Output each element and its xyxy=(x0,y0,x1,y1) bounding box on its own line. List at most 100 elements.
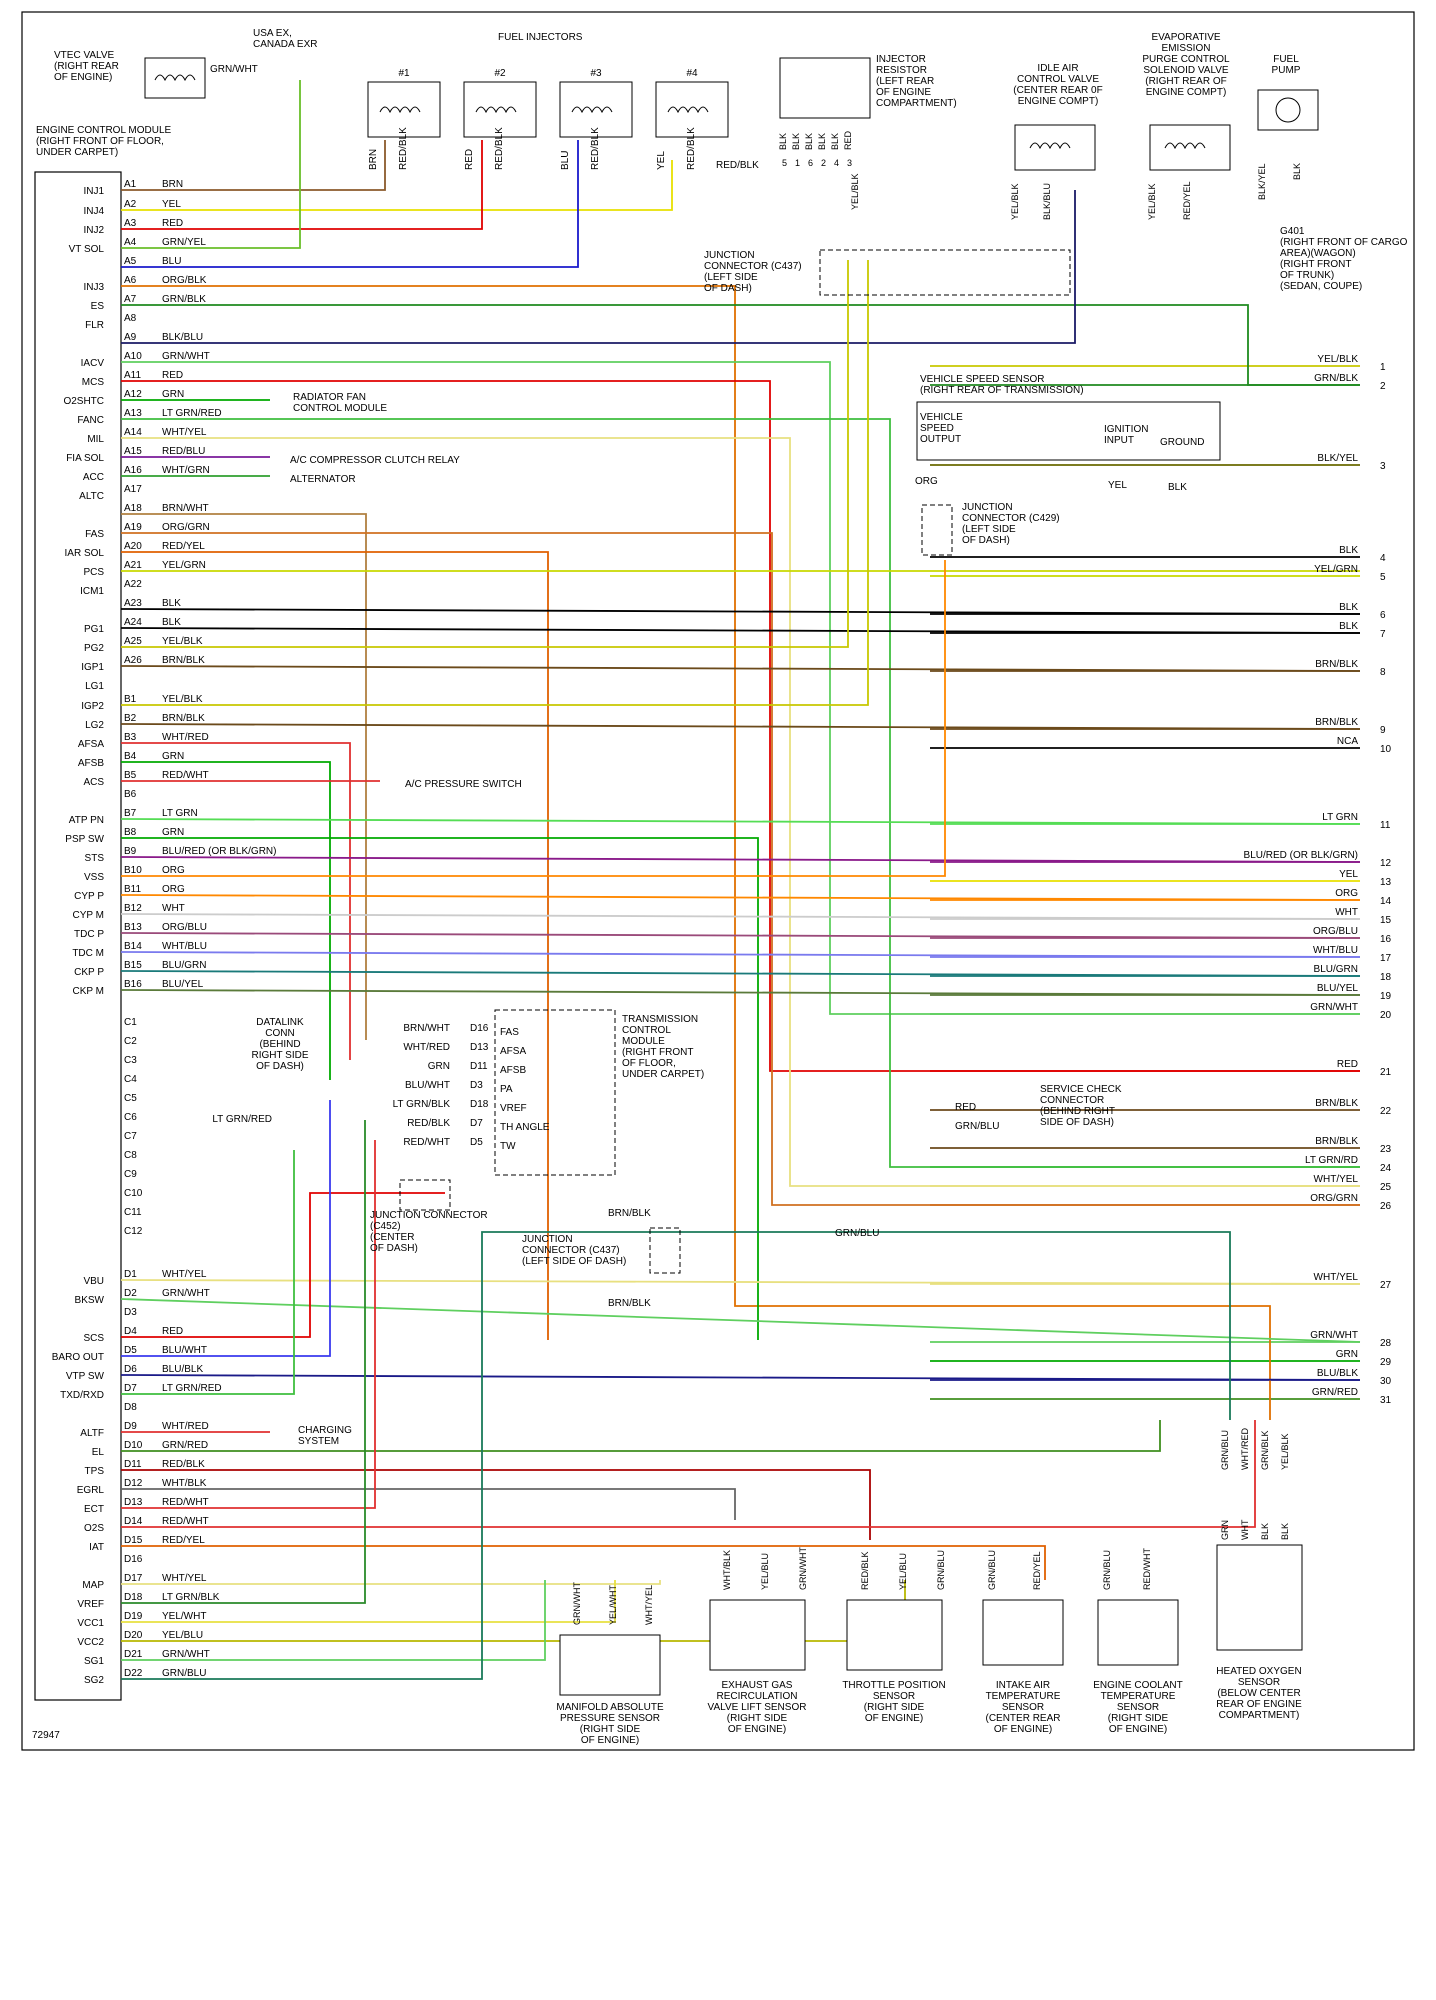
terminal-wire-label: WHT/YEL xyxy=(1314,1272,1359,1283)
tcm-pin-number: D11 xyxy=(470,1061,488,1072)
pump-wire-label: BLK xyxy=(1292,163,1302,180)
ecm-signal-label: ES xyxy=(91,301,105,312)
ecm-wire-label: WHT/YEL xyxy=(162,427,207,438)
ecm-pin-number: B15 xyxy=(124,960,142,971)
iac-wire-label: BLK/BLU xyxy=(1042,183,1052,220)
fuel-pump-box xyxy=(1257,89,1319,131)
ecm-wire-d2 xyxy=(120,1298,1361,1343)
ecm-signal-label: ACC xyxy=(83,472,104,483)
jc437-top-box xyxy=(819,249,1071,296)
tcm-signal-label: FAS xyxy=(500,1027,519,1038)
terminal-number: 22 xyxy=(1380,1106,1392,1117)
terminal-number: 26 xyxy=(1380,1201,1392,1212)
ecm-signal-label: CYP M xyxy=(73,910,105,921)
tcm-wire-label: LT GRN/BLK xyxy=(393,1099,451,1110)
ho2s-wire-label: YEL/BLK xyxy=(1280,1433,1290,1470)
ecm-wire-label: RED/YEL xyxy=(162,1535,205,1546)
vss-yel-label: YEL xyxy=(1108,480,1127,491)
ecm-wire-label: GRN xyxy=(162,751,184,762)
ho2s-sensor-box xyxy=(1216,1544,1303,1651)
ecm-pin-number: B2 xyxy=(124,713,137,724)
ecm-pin-number: D4 xyxy=(124,1326,137,1337)
ecm-pin-number: A24 xyxy=(124,617,142,628)
injector-wire-label: RED/BLK xyxy=(686,127,697,170)
terminal-wire-label: BLU/GRN xyxy=(1314,964,1358,975)
ecm-wire-d1 xyxy=(120,1279,1361,1285)
ecm-wire-a2 xyxy=(121,160,673,211)
fuel-pump-motor-icon xyxy=(1275,97,1301,123)
ecm-signal-label: BARO OUT xyxy=(52,1352,104,1363)
ecm-wire-label: BLU/RED (OR BLK/GRN) xyxy=(162,846,276,857)
ecm-signal-label: AFSB xyxy=(78,758,104,769)
ecm-pin-number: A23 xyxy=(124,598,142,609)
ecm-wire-label: ORG/BLK xyxy=(162,275,207,286)
terminal-wire-label: WHT/YEL xyxy=(1314,1174,1359,1185)
ecm-signal-label: MAP xyxy=(82,1580,104,1591)
ecm-signal-label: INJ4 xyxy=(83,206,104,217)
ecm-pin-number: D15 xyxy=(124,1535,143,1546)
ecm-title-text: ENGINE CONTROL MODULE(RIGHT FRONT OF FLO… xyxy=(36,125,172,158)
resistor-wire-label: BLK xyxy=(817,133,827,150)
ecm-wire-a14 xyxy=(121,437,1360,1187)
terminal-number: 12 xyxy=(1380,858,1392,869)
ecm-signal-label: IAR SOL xyxy=(65,548,105,559)
ecm-signal-label: PG1 xyxy=(84,624,104,635)
ecm-wire-d21 xyxy=(121,1580,546,1661)
ecm-wire-a5 xyxy=(121,140,579,268)
ecm-pin-number: A2 xyxy=(124,199,137,210)
terminal-number: 15 xyxy=(1380,915,1392,926)
injector-number: #3 xyxy=(590,68,602,79)
terminal-number: 18 xyxy=(1380,972,1392,983)
terminal-wire-label: BRN/BLK xyxy=(1315,1136,1358,1147)
resistor-feed-label: RED/BLK xyxy=(716,160,759,171)
ecm-pin-number: A14 xyxy=(124,427,142,438)
ecm-title: ENGINE CONTROL MODULE(RIGHT FRONT OF FLO… xyxy=(36,125,172,158)
ecm-signal-label: FIA SOL xyxy=(66,453,104,464)
vss-org-label: ORG xyxy=(915,476,938,487)
injector-coil-symbol xyxy=(379,106,421,114)
ecm-signal-label: PSP SW xyxy=(65,834,104,845)
resistor-wire-label: BLK xyxy=(791,133,801,150)
ecm-signal-label: VREF xyxy=(77,1599,104,1610)
injector-number: #1 xyxy=(398,68,410,79)
ecm-wire-a23 xyxy=(120,608,1361,615)
evap-wire-label: RED/YEL xyxy=(1182,181,1192,220)
ecm-wire-d14 xyxy=(121,1420,1256,1528)
ect-sensor-box xyxy=(1097,1599,1179,1666)
ecm-pin-number: C5 xyxy=(124,1093,137,1104)
ecm-wire-label: RED/YEL xyxy=(162,541,205,552)
ecm-wire-label: LT GRN/BLK xyxy=(162,1592,220,1603)
terminal-wire-label: GRN/WHT xyxy=(1310,1002,1358,1013)
ecm-signal-label: EGRL xyxy=(77,1485,105,1496)
ecm-wire-d6 xyxy=(120,1374,1361,1381)
terminal-number: 28 xyxy=(1380,1338,1392,1349)
map-wire-label: YEL/WHT xyxy=(608,1584,618,1625)
ecm-pin-number: D22 xyxy=(124,1668,143,1679)
ecm-pin-number: A16 xyxy=(124,465,142,476)
ecm-pin-number: A5 xyxy=(124,256,137,267)
ecm-wire-label: RED/WHT xyxy=(162,1497,209,1508)
ecm-wire-label: GRN/BLU xyxy=(162,1668,206,1679)
terminal-wire-label: WHT/BLU xyxy=(1313,945,1358,956)
injector-coil-symbol xyxy=(571,106,613,114)
ecm-wire-label: GRN xyxy=(162,827,184,838)
ecm-pin-number: A12 xyxy=(124,389,142,400)
ecm-pin-number: A4 xyxy=(124,237,137,248)
ecm-pin-number: B10 xyxy=(124,865,142,876)
ecm-wire-label: YEL/GRN xyxy=(162,560,206,571)
terminal-number: 19 xyxy=(1380,991,1392,1002)
terminal-wire-label: BRN/BLK xyxy=(1315,717,1358,728)
tcm-signal-label: VREF xyxy=(500,1103,527,1114)
ho2s-wire-label: GRN/BLU xyxy=(1220,1430,1230,1470)
injector-box xyxy=(463,81,537,138)
terminal-number: 24 xyxy=(1380,1163,1392,1174)
ecm-pin-number: C3 xyxy=(124,1055,137,1066)
terminal-wire-label: ORG xyxy=(1335,888,1358,899)
tcm-wire-label: BRN/WHT xyxy=(403,1023,450,1034)
terminal-wire-label: YEL/BLK xyxy=(1317,354,1358,365)
